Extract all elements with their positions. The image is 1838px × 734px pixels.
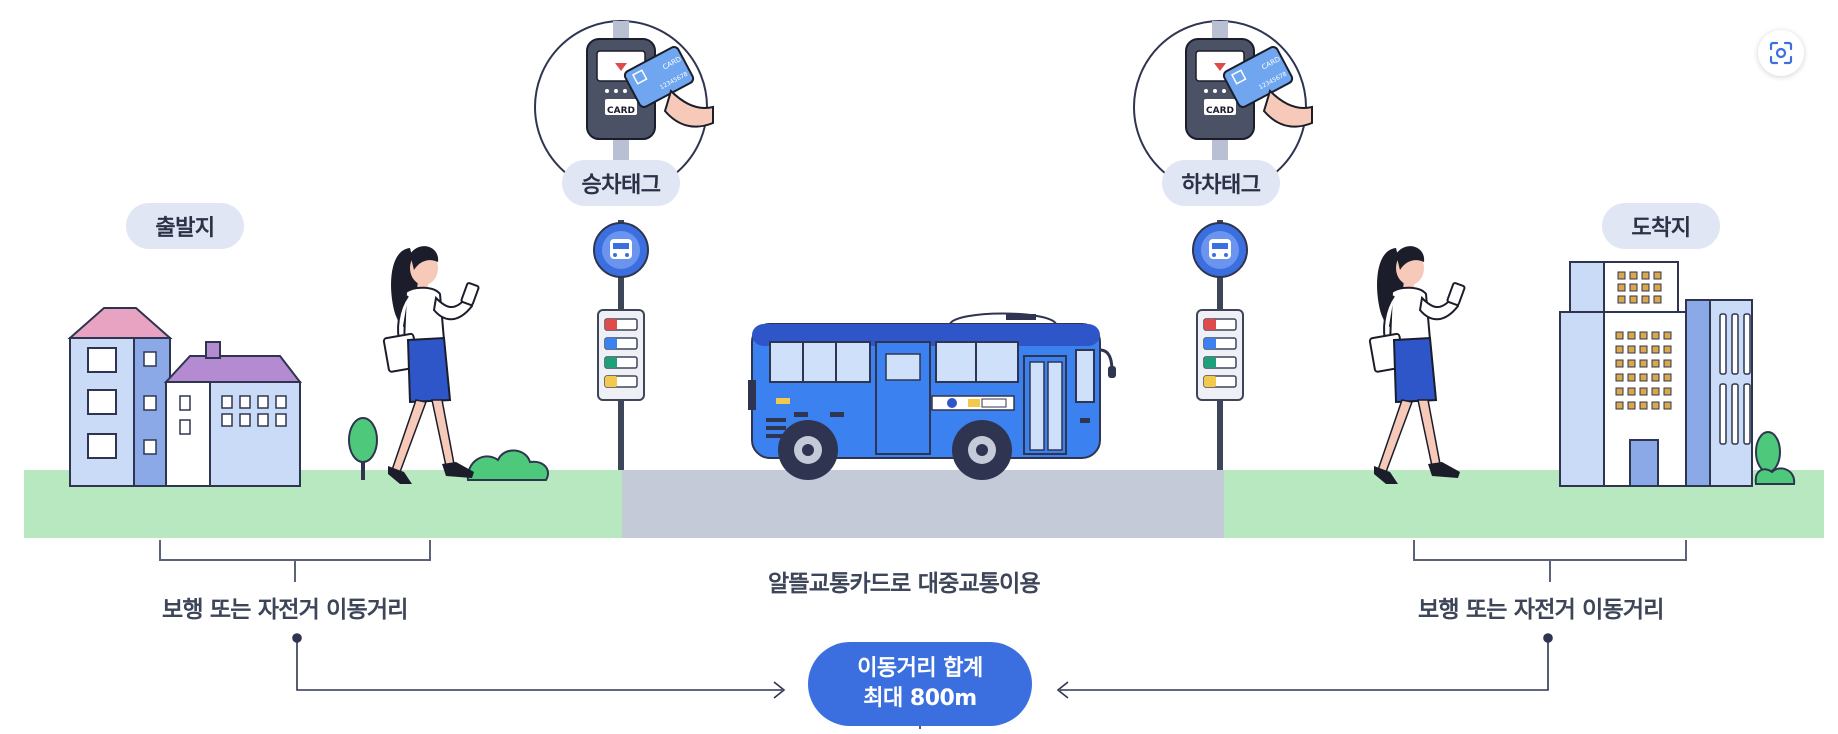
visual-search-button[interactable] bbox=[1758, 30, 1804, 76]
transit-label: 알뜰교통카드로 대중교통이용 bbox=[768, 571, 1041, 597]
arrow-left-to-total bbox=[292, 633, 786, 699]
card-reader-alighting: CARD 12345678 CARD bbox=[1133, 20, 1313, 194]
bracket-left bbox=[159, 540, 431, 582]
bracket-right bbox=[1413, 540, 1687, 582]
origin-buildings bbox=[67, 307, 303, 487]
reader-card-word: CARD bbox=[1206, 106, 1234, 116]
bus-stop-boarding bbox=[593, 219, 649, 471]
board-tag-label: 승차태그 bbox=[562, 160, 680, 206]
destination-buildings bbox=[1559, 261, 1753, 487]
arrow-right-to-total bbox=[1056, 633, 1553, 699]
reader-card-word: CARD bbox=[607, 106, 635, 116]
road bbox=[622, 470, 1224, 538]
walking-person-right bbox=[1368, 245, 1467, 485]
total-distance-badge: 이동거리 합계 최대 800m bbox=[808, 642, 1032, 726]
total-distance-title: 이동거리 합계 bbox=[857, 656, 983, 681]
walking-person-left bbox=[382, 245, 481, 485]
tree-left bbox=[348, 417, 378, 480]
tree-right bbox=[1754, 431, 1796, 485]
card-reader-boarding: CARD 12345678 CARD bbox=[534, 20, 714, 194]
total-distance-max: 최대 800m bbox=[863, 686, 977, 711]
bush-left bbox=[466, 449, 549, 481]
bus-stop-alighting bbox=[1192, 219, 1248, 471]
walk-distance-right: 보행 또는 자전거 이동거리 bbox=[1418, 597, 1664, 623]
bus bbox=[748, 312, 1116, 480]
destination-label: 도착지 bbox=[1602, 203, 1720, 249]
origin-label: 출발지 bbox=[126, 203, 244, 249]
walk-distance-left: 보행 또는 자전거 이동거리 bbox=[162, 597, 408, 623]
visual-search-icon bbox=[1769, 41, 1793, 65]
alight-tag-label: 하차태그 bbox=[1162, 160, 1280, 206]
